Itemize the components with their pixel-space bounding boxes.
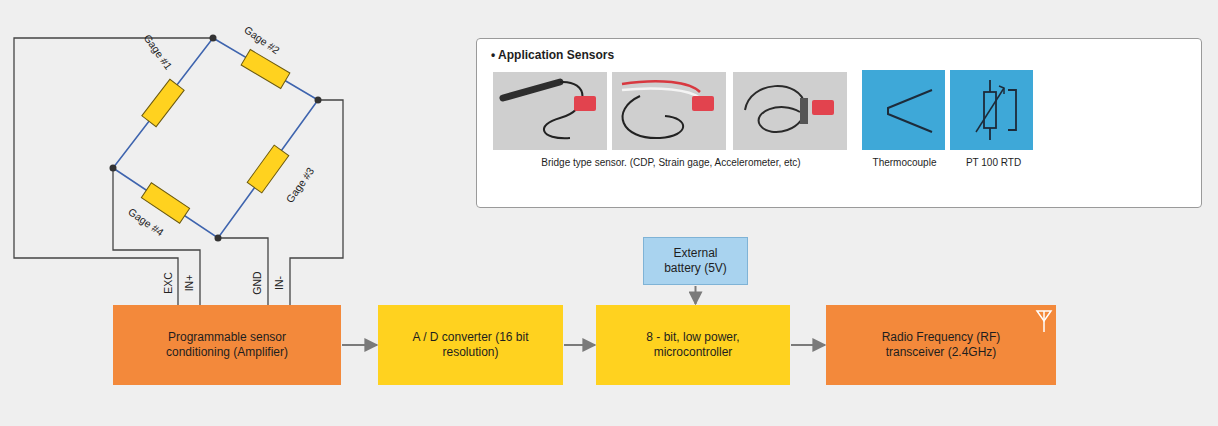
flow-arrow <box>342 344 377 346</box>
box-text: A / D converter (16 bit resolution) <box>412 330 530 360</box>
bracket <box>1008 90 1016 130</box>
sensor-node <box>692 96 714 111</box>
sensor-photo <box>612 72 726 150</box>
signal-name: GND <box>252 271 263 294</box>
gage-resistor <box>247 145 289 193</box>
junction-dot <box>315 97 322 104</box>
signal-name: IN+ <box>184 275 195 292</box>
box-text: Radio Frequency (RF) transceiver (2.4GHz… <box>876 330 1006 360</box>
gage-resistor <box>241 50 290 89</box>
resistor-lead <box>989 128 991 140</box>
signal-name: IN- <box>274 276 285 290</box>
sensor-node <box>574 96 596 111</box>
variable-arrow <box>976 88 1004 132</box>
sensor-photo <box>493 72 607 150</box>
flow-arrow <box>791 344 825 346</box>
in-minus-wire <box>290 100 343 305</box>
sensor-caption: PT 100 RTD <box>947 157 1040 169</box>
antenna-symbol <box>1037 311 1051 321</box>
flow-arrow <box>564 344 595 346</box>
sensor-panel: • Application SensorsBridge type sensor.… <box>476 38 1202 208</box>
box-text: 8 - bit, low power, microcontroller <box>634 330 752 360</box>
box-text: External battery (5V) <box>655 246 737 276</box>
sensor-photo <box>733 72 847 150</box>
bridge-circuit <box>113 38 318 238</box>
panel-ground <box>476 38 1202 208</box>
sensor-caption: Thermocouple <box>857 157 952 169</box>
resistor-lead <box>989 80 991 92</box>
junction-dot <box>215 235 222 242</box>
sensor-cable <box>622 81 700 92</box>
process-box: Programmable sensor conditioning (Amplif… <box>113 305 341 385</box>
gnd-wire <box>218 238 268 305</box>
sensor-caption: Bridge type sensor. (CDP, Strain gage, A… <box>494 157 848 169</box>
sensor-cable <box>623 96 684 138</box>
process-box: A / D converter (16 bit resolution) <box>378 305 563 385</box>
process-box: Radio Frequency (RF) transceiver (2.4GHz… <box>826 305 1056 385</box>
sensor-cable <box>745 86 805 132</box>
sensor-body <box>800 98 808 124</box>
gage-label: Gage #3 <box>284 165 316 204</box>
panel-title: • Application Sensors <box>491 48 791 62</box>
junction-dot <box>110 165 117 172</box>
flow-arrow <box>695 286 697 304</box>
sensor-node <box>812 100 834 115</box>
thermocouple-wire <box>888 90 932 132</box>
gage-label: Gage #1 <box>142 32 174 71</box>
thermocouple-symbol <box>862 70 945 150</box>
gage-label: Gage #4 <box>126 206 165 238</box>
signal-name: EXC <box>163 272 174 294</box>
sensor-cable <box>622 88 700 98</box>
antenna-symbol <box>1043 311 1045 332</box>
process-box: External battery (5V) <box>643 237 748 285</box>
box-text: Programmable sensor conditioning (Amplif… <box>162 330 292 360</box>
gage-label: Gage #2 <box>242 24 281 56</box>
gage-resistor <box>142 79 184 126</box>
variable-arrow <box>999 86 1004 94</box>
process-box: 8 - bit, low power, microcontroller <box>596 305 790 385</box>
rtd-symbol <box>950 70 1033 150</box>
junction-dot <box>210 35 217 42</box>
in-plus-wire <box>113 168 200 305</box>
sensor-body <box>503 82 560 98</box>
